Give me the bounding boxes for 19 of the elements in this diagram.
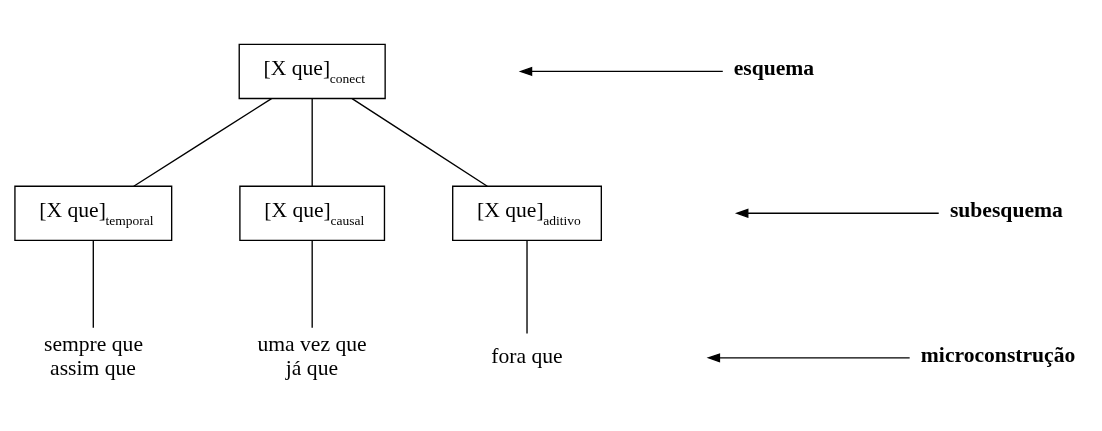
arrow: [518, 66, 724, 76]
node-text: esquema: [733, 55, 815, 80]
node-text: sempre que assim que: [43, 331, 143, 380]
arrow: [706, 352, 911, 363]
node-box: [X que]$_{causal}$: [239, 185, 386, 241]
arrow: [734, 208, 940, 218]
node-text: fora que: [491, 343, 563, 368]
connector: [351, 97, 488, 187]
node-text: microconstrução: [920, 342, 1076, 367]
connector: [133, 97, 273, 187]
connector: [311, 239, 313, 328]
node-text: uma vez que já que: [257, 331, 367, 380]
connector: [311, 97, 313, 187]
connector: [526, 239, 528, 334]
node-box: [X que]$_{temporal}$: [14, 185, 173, 241]
connector: [92, 239, 94, 328]
node-box: [X que]$_{aditivo}$: [452, 185, 602, 241]
node-text: subesquema: [949, 197, 1063, 222]
node-box: [X que]$_{conect}$: [238, 43, 386, 99]
